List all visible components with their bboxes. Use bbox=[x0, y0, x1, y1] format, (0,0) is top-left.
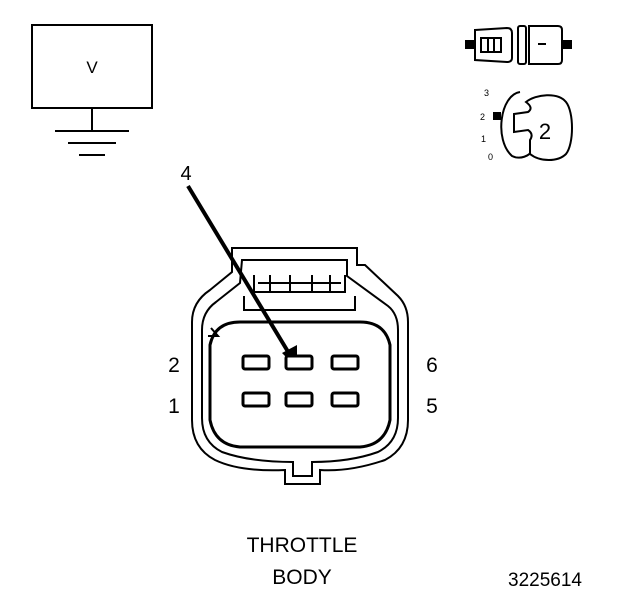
voltmeter-symbol: V bbox=[31, 24, 153, 156]
terminal-face bbox=[208, 320, 392, 449]
cavity-1 bbox=[241, 391, 271, 408]
ground-icon bbox=[55, 108, 129, 156]
selected-position-label: 2 bbox=[539, 119, 551, 144]
position-tick-3: 3 bbox=[484, 88, 489, 98]
pin-callout-label: 4 bbox=[180, 163, 191, 185]
terminal-cavities bbox=[241, 354, 360, 408]
connector-icon bbox=[465, 25, 572, 65]
cavity-label-bottom-left: 1 bbox=[168, 395, 180, 418]
figure-number: 3225614 bbox=[508, 570, 582, 591]
connector-housing-outer bbox=[191, 247, 409, 485]
position-tick-2: 2 bbox=[480, 112, 485, 122]
ignition-key-icon: 3 2 1 0 2 bbox=[480, 88, 573, 162]
cavity-3 bbox=[284, 391, 314, 408]
cavity-6 bbox=[330, 354, 360, 371]
cavity-label-top-right: 6 bbox=[426, 354, 438, 377]
cavity-4 bbox=[284, 354, 314, 371]
cavity-2 bbox=[241, 354, 271, 371]
component-name-line1: THROTTLE bbox=[247, 534, 358, 557]
cavity-5 bbox=[330, 391, 360, 408]
position-tick-1: 1 bbox=[481, 134, 486, 144]
cavity-label-bottom-right: 5 bbox=[426, 395, 438, 418]
connector-housing-inner bbox=[201, 259, 399, 477]
component-name-line2: BODY bbox=[272, 566, 332, 589]
callout-arrow bbox=[186, 184, 297, 368]
cavity-label-top-left: 2 bbox=[168, 354, 180, 377]
position-tick-0: 0 bbox=[488, 152, 493, 162]
connector-latch bbox=[253, 275, 346, 293]
meter-label: V bbox=[86, 58, 98, 77]
throttle-body-connector bbox=[191, 247, 409, 485]
